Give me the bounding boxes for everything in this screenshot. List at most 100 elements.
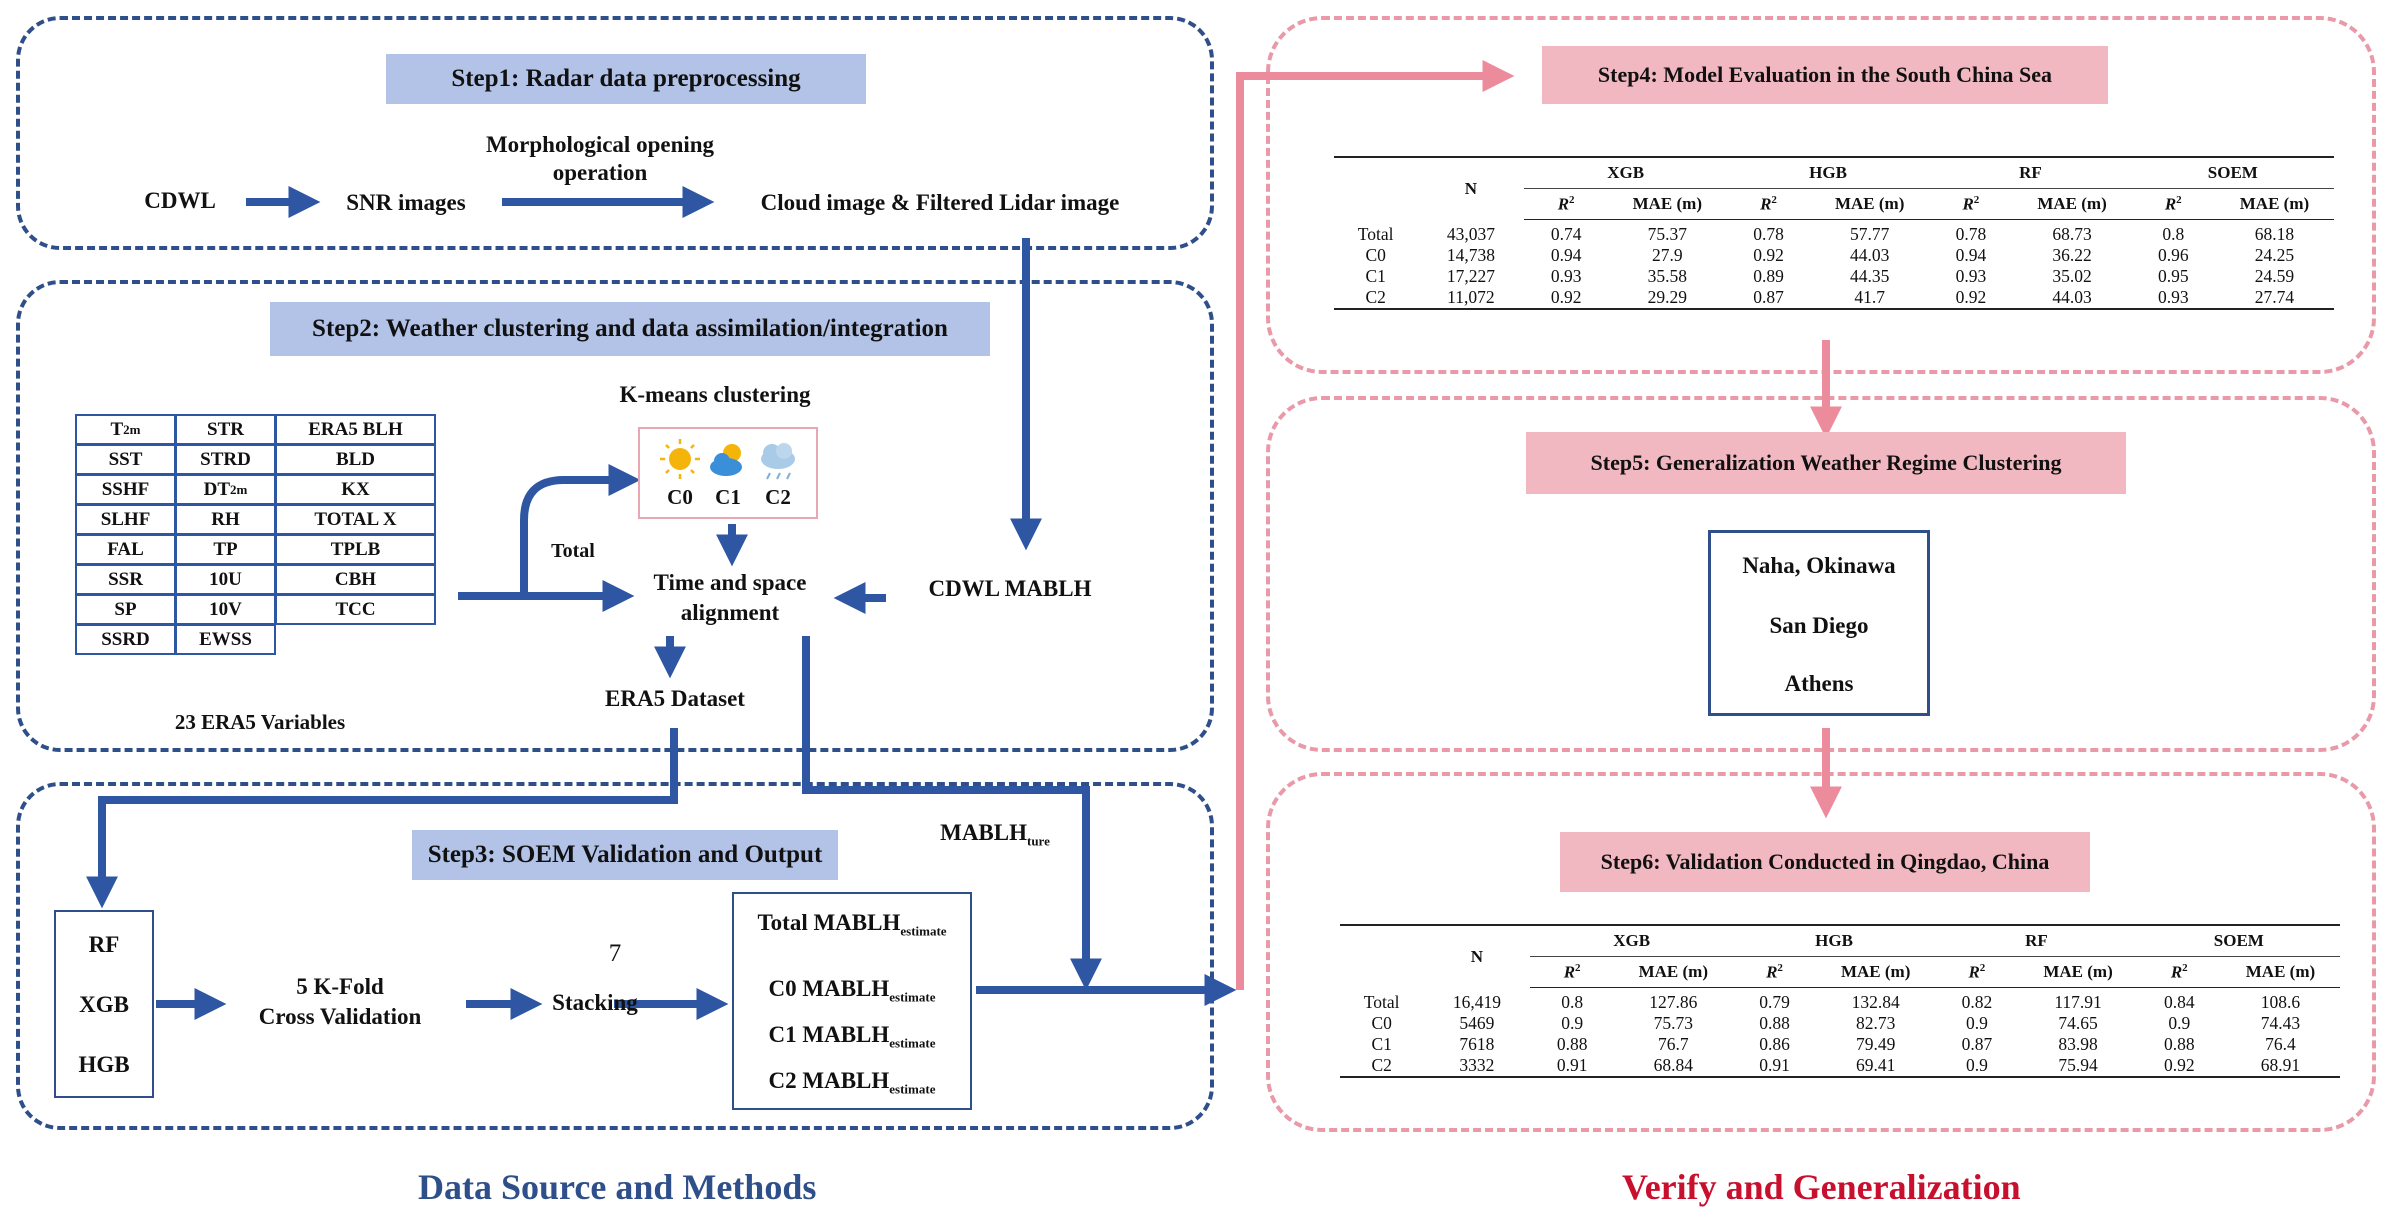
era5-variable-cell: EWSS	[175, 624, 276, 655]
model-xgb: XGB	[79, 992, 129, 1017]
table-cell: 68.18	[2254, 224, 2295, 244]
table-cell: 24.25	[2254, 245, 2295, 265]
footer-right-title: Verify and Generalization	[1622, 1167, 2021, 1207]
era5-variable-cell: ERA5 BLH	[275, 414, 436, 445]
table-cell: 35.58	[1647, 266, 1687, 286]
table-cell: 0.95	[2157, 266, 2189, 286]
mae-header: MAE (m)	[1816, 956, 1936, 988]
table-cell: 69.41	[1816, 1055, 1936, 1078]
table-cell: 41.7	[1810, 287, 1930, 310]
stacking-label: Stacking	[552, 990, 638, 1015]
r2-header: R2	[2137, 956, 2221, 988]
step2-title: Step2: Weather clustering and data assim…	[270, 302, 990, 356]
output-c1: C1 MABLHestimate	[768, 1022, 936, 1051]
output-box: Total MABLHestimate C0 MABLHestimate C1 …	[732, 892, 972, 1110]
table-cell: 35.02	[2052, 266, 2092, 286]
table-cell: 36.22	[2052, 245, 2092, 265]
table-cell: 76.7	[1658, 1034, 1689, 1054]
model-hgb: HGB	[78, 1052, 130, 1077]
era5-variable-cell: TP	[175, 534, 276, 565]
era5-variable-cell: STRD	[175, 444, 276, 475]
step3-panel	[16, 782, 1214, 1130]
r2-header: R2	[1732, 956, 1817, 988]
table-cell: Total	[1363, 991, 1400, 1012]
models-box: RF XGB HGB	[54, 910, 154, 1098]
step3-title: Step3: SOEM Validation and Output	[412, 830, 838, 880]
seven-label: 7	[608, 940, 622, 967]
era5-variable-cell: CBH	[275, 564, 436, 595]
table-cell: 14,738	[1446, 245, 1495, 265]
era5-variable-cell: TCC	[275, 594, 436, 625]
era5-variable-cell: SSR	[75, 564, 176, 595]
table-cell: 83.98	[2058, 1034, 2098, 1054]
table-cell: 0.74	[1550, 224, 1582, 244]
table-cell: 108.6	[2260, 992, 2301, 1012]
mae-header: MAE (m)	[2018, 956, 2138, 988]
r2-header: R2	[1726, 188, 1811, 220]
mae-header: MAE (m)	[1613, 956, 1733, 988]
table-cell: C0	[1371, 1013, 1392, 1033]
model-rf: RF	[88, 932, 120, 957]
table-cell: 29.29	[1607, 287, 1727, 310]
model-group-header: RF	[1929, 156, 2132, 189]
r2-header: R2	[1524, 188, 1608, 220]
table-cell: 24.59	[2254, 266, 2295, 286]
city-naha: Naha, Okinawa	[1742, 553, 1896, 578]
output-c2: C2 MABLHestimate	[768, 1068, 936, 1097]
table-cell: 0.92	[1524, 287, 1608, 310]
cluster-c0: C0	[667, 485, 693, 509]
kfold-line2: Cross Validation	[258, 1004, 422, 1029]
mae-header: MAE (m)	[1810, 188, 1930, 220]
step6-title: Step6: Validation Conducted in Qingdao, …	[1560, 832, 2090, 892]
table-cell: 0.82	[1961, 992, 1993, 1012]
table-cell: 0.9	[1935, 1055, 2019, 1078]
mae-header: MAE (m)	[2012, 188, 2132, 220]
table-cell: 0.92	[2137, 1055, 2221, 1078]
table-cell: 0.88	[1556, 1034, 1588, 1054]
output-total: Total MABLHestimate	[757, 910, 947, 939]
step4-title: Step4: Model Evaluation in the South Chi…	[1542, 46, 2108, 104]
table-cell: 0.79	[1759, 992, 1790, 1012]
era5-variable-cell: TPLB	[275, 534, 436, 565]
footer-left-title: Data Source and Methods	[418, 1167, 817, 1207]
model-group-header: SOEM	[2131, 156, 2334, 189]
table-cell: 0.8	[2162, 224, 2185, 244]
table-cell: 132.84	[1851, 992, 1900, 1012]
snr-images-label: SNR images	[346, 190, 466, 215]
model-group-header: XGB	[1530, 924, 1733, 957]
partly-cloudy-icon	[710, 444, 742, 476]
table-cell: 44.03	[2012, 287, 2132, 310]
table-cell: 11,072	[1417, 287, 1525, 310]
table-cell: 0.93	[1955, 266, 1987, 286]
era5-variable-cell: BLD	[275, 444, 436, 475]
step1-title: Step1: Radar data preprocessing	[386, 54, 866, 104]
table-cell: 74.65	[2058, 1013, 2098, 1033]
table-cell: 75.73	[1653, 1013, 1693, 1033]
era5-variable-cell: SST	[75, 444, 176, 475]
era5-variable-cell: SP	[75, 594, 176, 625]
model-group-header: HGB	[1726, 156, 1930, 189]
kmeans-label: K-means clustering	[619, 382, 811, 407]
model-group-header: SOEM	[2137, 924, 2340, 957]
era5-variable-cell: SLHF	[75, 504, 176, 535]
table-cell: 0.87	[1961, 1034, 1993, 1054]
table-cell: 74.43	[2260, 1013, 2301, 1033]
table-cell: 0.8	[1561, 992, 1584, 1012]
table-cell: 117.91	[2054, 992, 2102, 1012]
total-label: Total	[551, 540, 595, 562]
era5-variable-cell: 10V	[175, 594, 276, 625]
mae-header: MAE (m)	[2220, 956, 2340, 988]
table-cell: 43,037	[1446, 223, 1495, 244]
table-cell: 5469	[1459, 1013, 1495, 1033]
era5-vars-caption: 23 ERA5 Variables	[174, 710, 346, 734]
era5-variable-cell: KX	[275, 474, 436, 505]
table-cell: 0.89	[1753, 266, 1784, 286]
step2-panel	[16, 280, 1214, 752]
table-cell: 0.78	[1753, 224, 1784, 244]
